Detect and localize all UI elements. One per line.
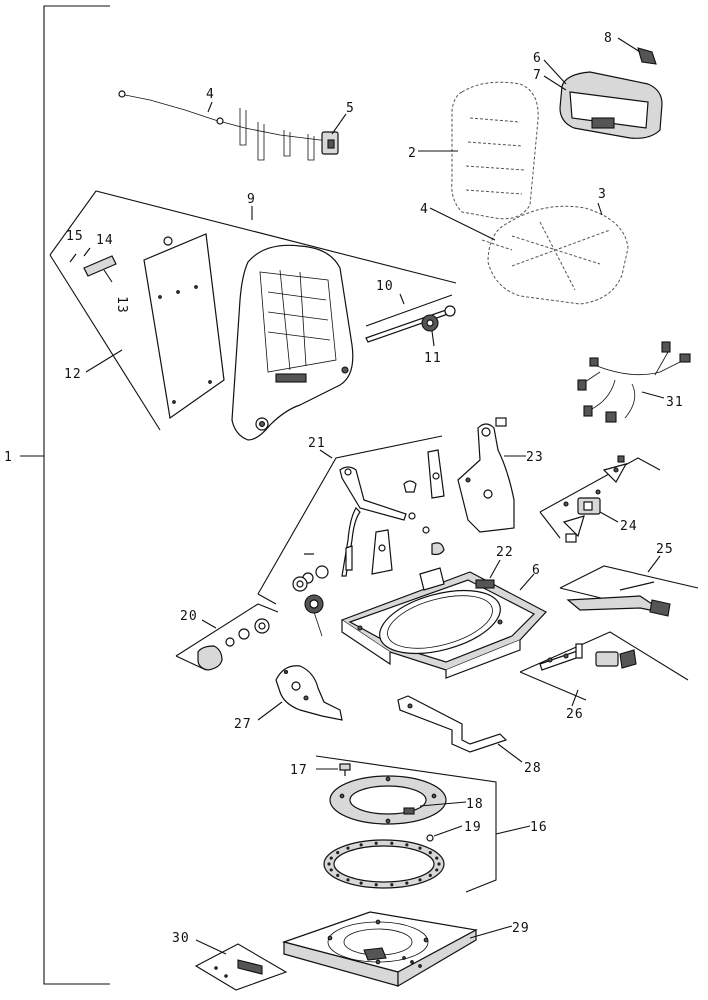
callout-23: 23 [526, 450, 544, 465]
bearing-hole [435, 856, 439, 860]
bearing-hole [346, 846, 350, 850]
callout-11: 11 [424, 351, 442, 366]
callout-6-armrest: 6 [533, 51, 542, 66]
callout-9: 9 [247, 192, 256, 207]
callout-5: 5 [346, 101, 355, 116]
callout-16: 16 [530, 820, 548, 835]
bearing-hole [327, 862, 331, 866]
bearing-hole [359, 843, 363, 847]
backrest-frame [231, 244, 354, 441]
seat-heater-wiring [118, 90, 339, 161]
bearing-ring [323, 839, 445, 889]
callout-4-harness: 4 [206, 87, 215, 102]
back-panel [143, 233, 225, 420]
armrest [559, 71, 663, 139]
callout-22: 22 [496, 545, 514, 560]
suspension-group-outline [257, 435, 443, 605]
callout-13: 13 [114, 296, 129, 314]
callout-21: 21 [308, 436, 326, 451]
ball-19 [426, 834, 434, 842]
seat-cushion [481, 205, 629, 305]
side-bracket-23 [457, 417, 515, 533]
callout-17: 17 [290, 763, 308, 778]
lever-kit-26 [519, 631, 689, 701]
screw-17 [339, 763, 351, 776]
callout-10: 10 [376, 279, 394, 294]
callout-26: 26 [566, 707, 584, 722]
slide-rail-25 [559, 565, 699, 617]
bearing-hole [359, 881, 363, 885]
bearing-hole [390, 841, 394, 845]
bearing-hole [405, 843, 409, 847]
bearing-hole [418, 878, 422, 882]
callout-6-base: 6 [532, 563, 541, 578]
bracket-28 [397, 695, 508, 753]
callout-31: 31 [666, 395, 684, 410]
swivel-plate-18 [329, 775, 447, 825]
callout-28: 28 [524, 761, 542, 776]
bearing-hole [346, 878, 350, 882]
backrest-cushion [451, 81, 539, 220]
callout-30: 30 [172, 931, 190, 946]
bearing-hole [428, 873, 432, 877]
base-plate-29 [281, 911, 478, 988]
callout-8: 8 [604, 31, 613, 46]
bearing-hole [435, 868, 439, 872]
screws-14-15 [69, 247, 91, 263]
callout-29: 29 [512, 921, 530, 936]
bearing-hole [336, 851, 340, 855]
callout-25: 25 [656, 542, 674, 557]
damper-kit-20 [175, 603, 279, 671]
callout-1: 1 [4, 450, 13, 465]
linkage-parts [292, 449, 445, 637]
backrest-group-outline [49, 190, 457, 431]
seat-base-plate [340, 567, 547, 679]
callout-27: 27 [234, 717, 252, 732]
hardware-kit-24 [539, 455, 661, 543]
callout-15: 15 [66, 229, 84, 244]
callout-24: 24 [620, 519, 638, 534]
callout-19: 19 [464, 820, 482, 835]
callout-20: 20 [180, 609, 198, 624]
pad-kit-30 [194, 943, 288, 991]
callout-18: 18 [466, 797, 484, 812]
callout-4-cushion: 4 [420, 202, 429, 217]
bearing-hole [405, 881, 409, 885]
bearing-hole [428, 851, 432, 855]
bearing-hole [374, 883, 378, 887]
bearing-hole [329, 856, 333, 860]
armrest-bracket [637, 47, 657, 65]
assembly-bracket [20, 5, 110, 985]
bearing-hole [374, 841, 378, 845]
callout-14: 14 [96, 233, 114, 248]
callout-7: 7 [533, 68, 542, 83]
swivel-group-outline [315, 755, 497, 893]
bearing-hole [336, 873, 340, 877]
bearing-hole [390, 883, 394, 887]
callout-3: 3 [598, 187, 607, 202]
bearing-hole [329, 868, 333, 872]
bearing-hole [437, 862, 441, 866]
callout-2: 2 [408, 146, 417, 161]
wiring-harness-31 [577, 341, 691, 423]
bearing-hole [418, 846, 422, 850]
adjustment-rod [365, 305, 456, 343]
back-handle [83, 255, 117, 277]
callout-12: 12 [64, 367, 82, 382]
side-plate-27 [275, 665, 343, 721]
